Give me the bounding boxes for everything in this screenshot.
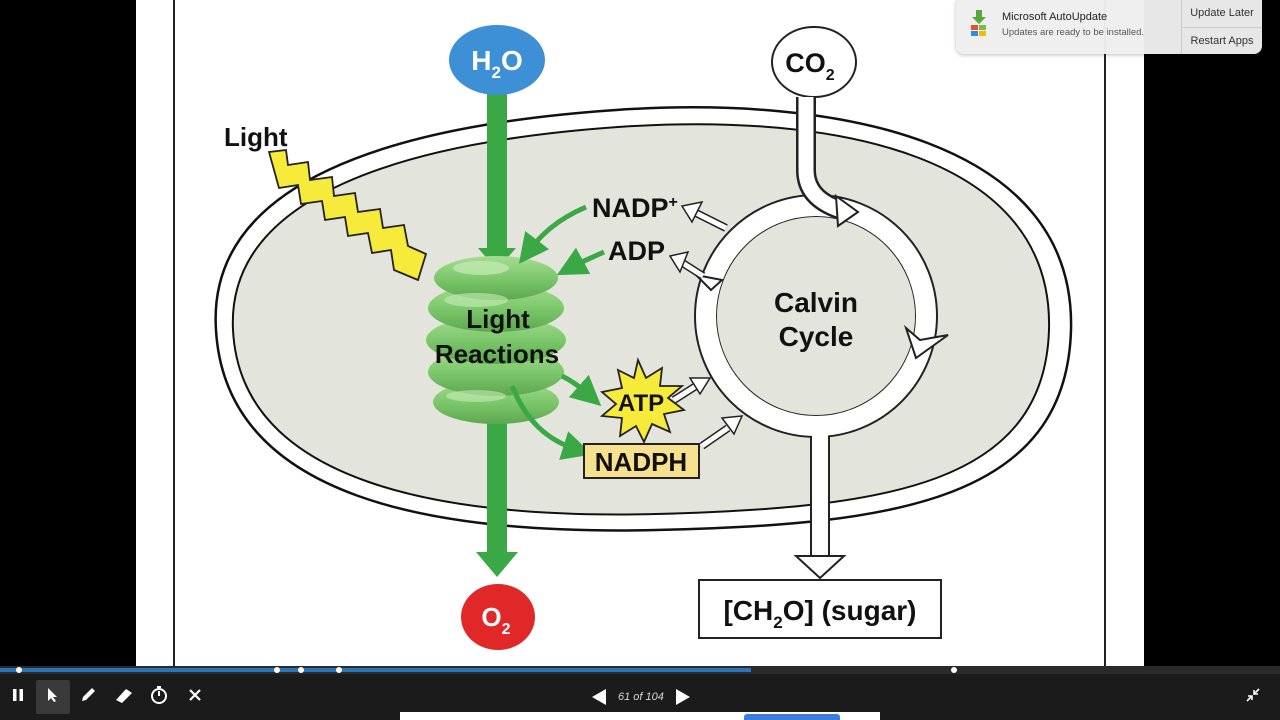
thylakoid-stack	[426, 256, 566, 424]
slide: Light Light Reactions H2O O2 CO2 Calvin …	[136, 0, 1144, 666]
notification-title: Microsoft AutoUpdate	[1002, 11, 1108, 23]
bottom-window-button[interactable]	[744, 714, 840, 720]
co2-label: CO2	[785, 48, 835, 84]
nadp-plus-label: NADP+	[592, 193, 678, 223]
previous-slide-button[interactable]	[590, 688, 608, 706]
progress-bar[interactable]	[0, 666, 1280, 674]
minimize-icon	[1245, 687, 1261, 708]
pen-icon	[79, 686, 97, 709]
notification-message: Updates are ready to be installed.	[1002, 27, 1145, 38]
light-reactions-label-2: Reactions	[435, 339, 559, 369]
progress-marker[interactable]	[274, 667, 280, 673]
page-navigation: 61 of 104	[590, 682, 692, 712]
progress-fill	[0, 668, 752, 672]
notification-actions: Update Later Restart Apps	[1181, 0, 1262, 54]
sugar-box	[698, 579, 942, 639]
calvin-cycle-label-2: Cycle	[779, 321, 854, 352]
restart-apps-button[interactable]: Restart Apps	[1182, 26, 1262, 55]
update-later-button[interactable]: Update Later	[1190, 7, 1254, 20]
water-node	[449, 25, 545, 95]
notification-body[interactable]: Microsoft AutoUpdate Updates are ready t…	[956, 0, 1181, 54]
nadph-box	[583, 443, 700, 479]
pause-button[interactable]	[1, 680, 35, 714]
sugar-label: [CH2O] (sugar)	[723, 595, 916, 632]
light-reactions-label-1: Light	[466, 304, 530, 334]
chevron-left-icon	[592, 689, 606, 705]
pointer-tool-button[interactable]	[36, 680, 70, 714]
pause-icon	[11, 688, 25, 707]
water-label: H2O	[471, 45, 522, 82]
highlighter-icon	[114, 686, 134, 709]
light-label: Light	[224, 122, 288, 152]
page-indicator: 61 of 104	[618, 691, 664, 703]
oxygen-label: O2	[481, 602, 510, 638]
progress-marker[interactable]	[298, 667, 304, 673]
timer-button[interactable]	[142, 680, 176, 714]
atp-label: ATP	[618, 390, 664, 417]
adp-label: ADP	[608, 236, 665, 266]
highlighter-tool-button[interactable]	[107, 680, 141, 714]
bottom-window-strip	[400, 712, 880, 720]
close-icon	[188, 688, 202, 707]
nadph-label: NADPH	[595, 447, 687, 477]
oxygen-node	[461, 584, 535, 650]
timer-icon	[150, 685, 168, 710]
minimize-button[interactable]	[1236, 680, 1270, 714]
calvin-cycle-label-1: Calvin	[774, 287, 858, 318]
lightning-bolt	[267, 149, 428, 282]
photosynthesis-diagram: Light Light Reactions H2O O2 CO2 Calvin …	[173, 0, 1106, 666]
progress-marker[interactable]	[336, 667, 342, 673]
progress-marker[interactable]	[951, 667, 957, 673]
update-notification: Microsoft AutoUpdate Updates are ready t…	[956, 0, 1262, 54]
close-button[interactable]	[178, 680, 212, 714]
autoupdate-icon	[968, 10, 990, 36]
atp-burst	[599, 357, 687, 445]
pointer-icon	[46, 687, 60, 708]
pen-tool-button[interactable]	[71, 680, 105, 714]
next-slide-button[interactable]	[674, 688, 692, 706]
chevron-right-icon	[675, 689, 690, 705]
progress-marker[interactable]	[16, 667, 22, 673]
